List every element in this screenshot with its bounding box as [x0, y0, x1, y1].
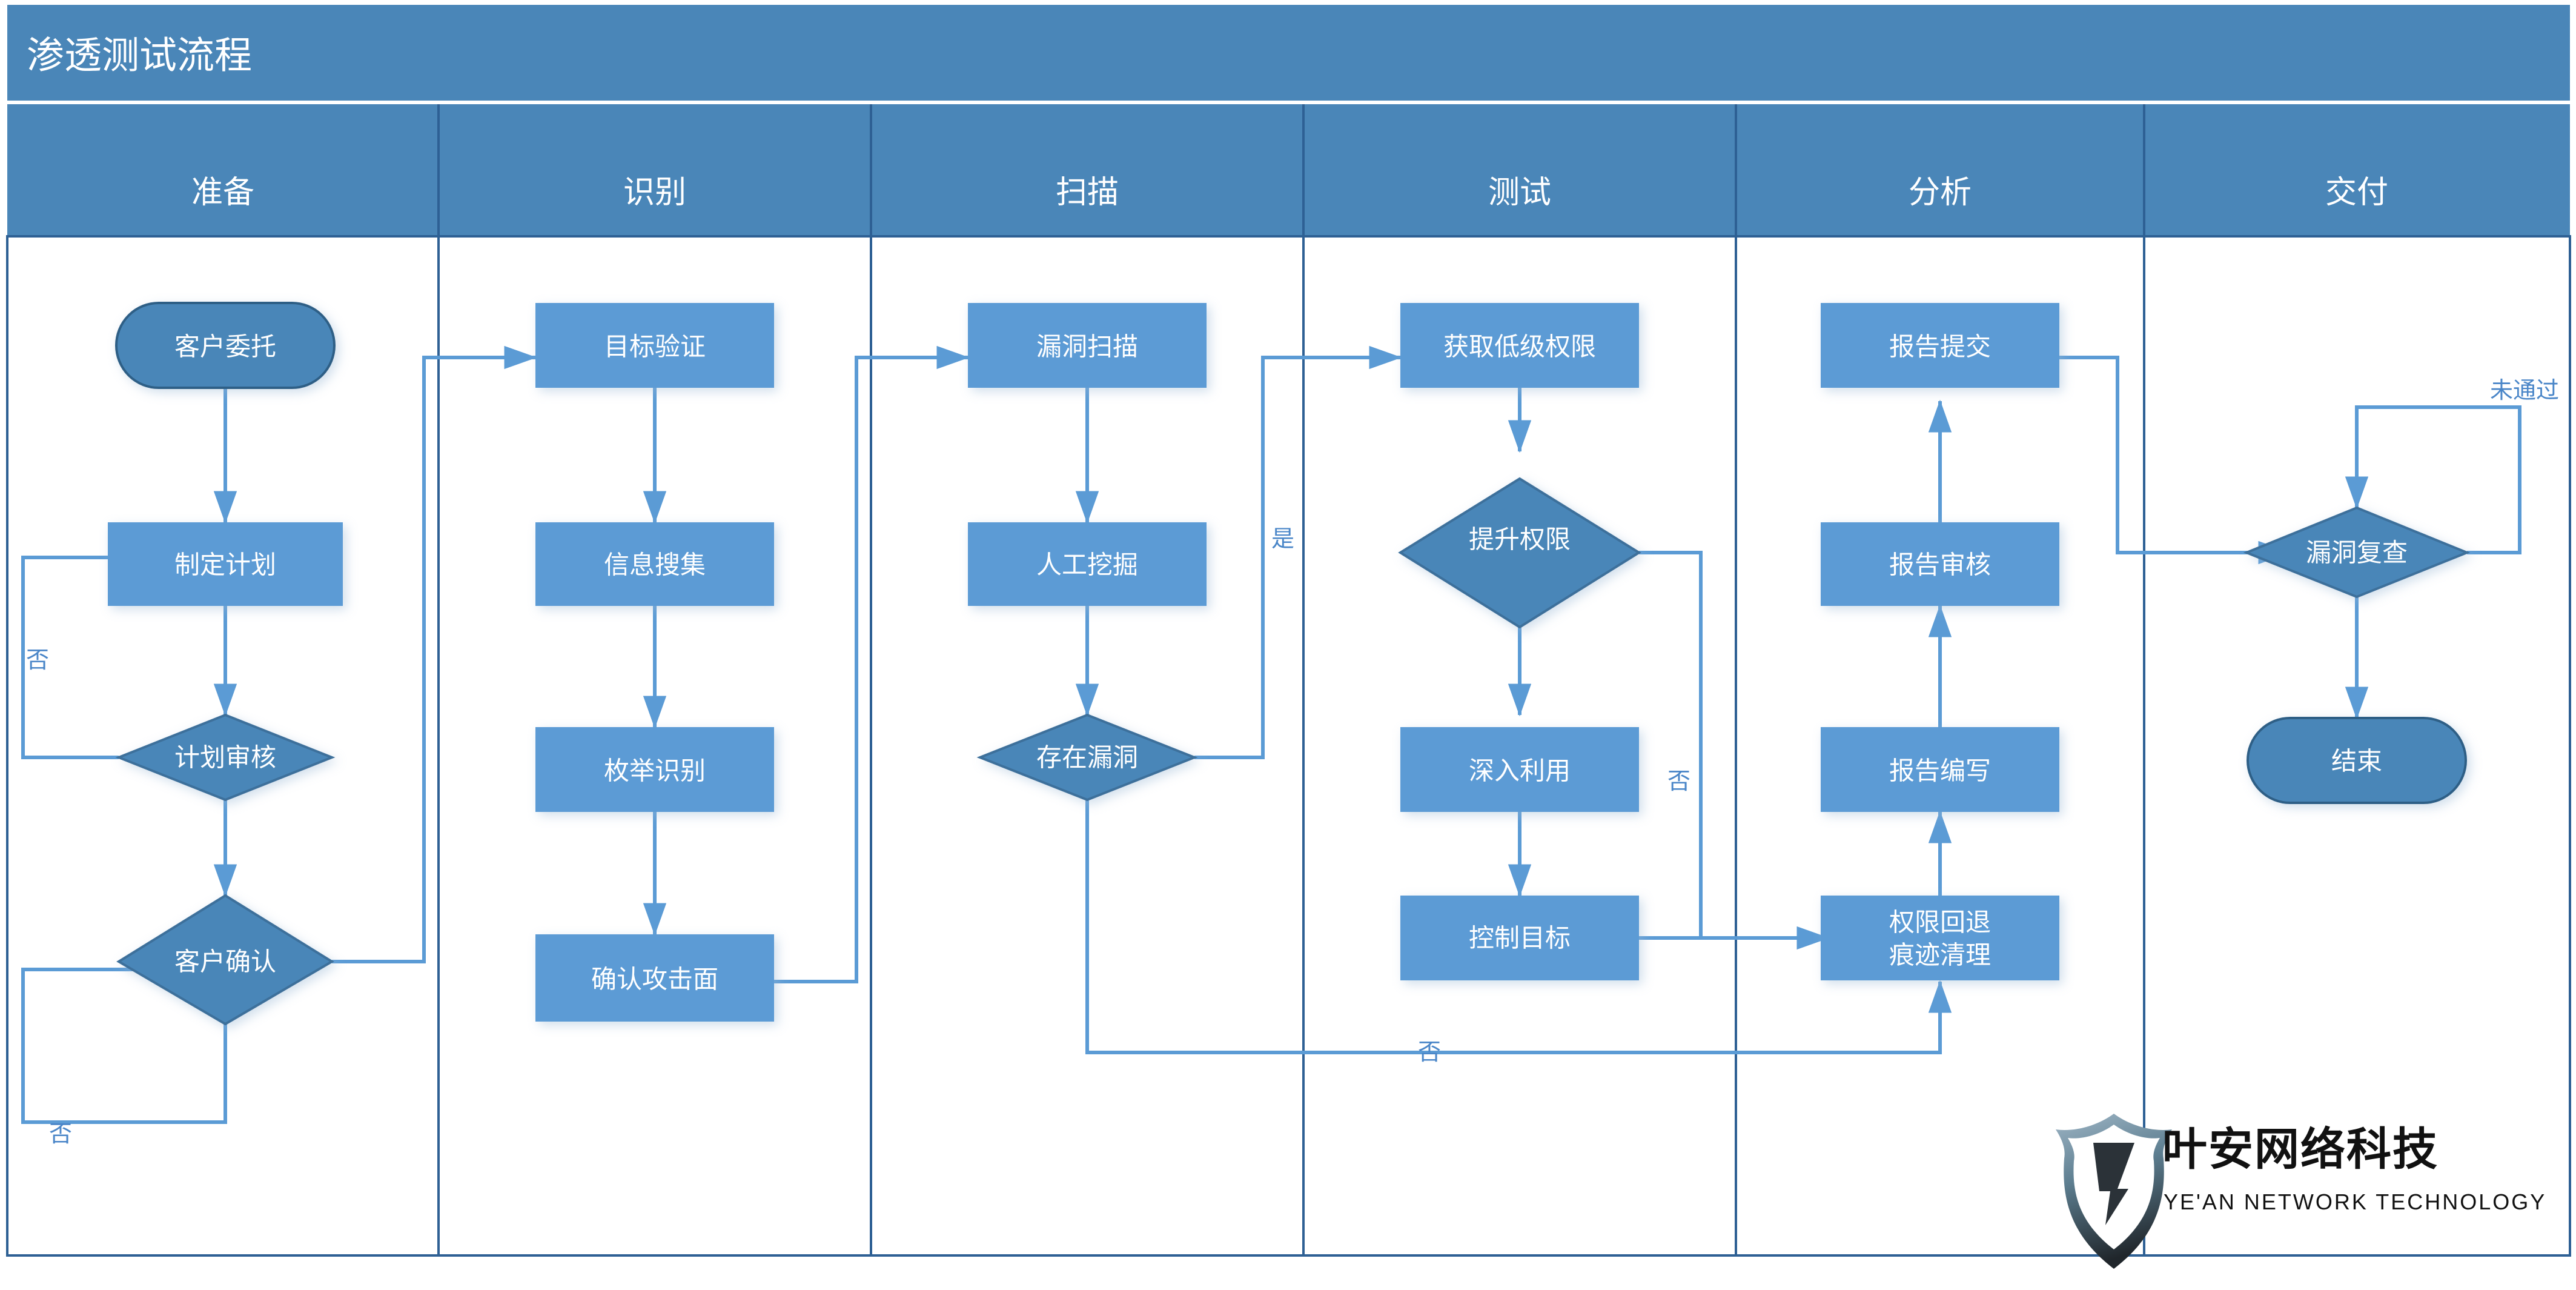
lane-header-band-2: 准备 识别 扫描 测试 分析 交付: [7, 147, 2570, 236]
shield-v-icon: [2056, 1114, 2172, 1269]
node-label: 枚举识别: [604, 757, 706, 785]
node-report-review[interactable]: 报告审核: [1821, 522, 2059, 606]
edge-n4-n5: [332, 345, 537, 963]
node-label: 漏洞复查: [2306, 539, 2408, 567]
node-label: 结束: [2331, 747, 2382, 776]
node-has-vuln[interactable]: 存在漏洞: [976, 713, 1198, 802]
node-report-submit[interactable]: 报告提交: [1821, 303, 2059, 388]
edge-n13-no: [1639, 551, 1703, 938]
lane-title-analysis: 分析: [1909, 175, 1972, 210]
node-label: 深入利用: [1469, 757, 1571, 785]
node-label: 确认攻击面: [591, 965, 718, 994]
page-title: 渗透测试流程: [27, 35, 252, 77]
node-vuln-scan[interactable]: 漏洞扫描: [968, 303, 1207, 388]
logo-cn-text: 叶安网络科技: [2162, 1124, 2439, 1174]
logo-en-text: YE'AN NETWORK TECHNOLOGY: [2164, 1189, 2546, 1214]
connectors: [21, 345, 2521, 1124]
node-gain-low-priv[interactable]: 获取低级权限: [1400, 303, 1639, 388]
edge-n11-n12-yes: [1194, 345, 1402, 759]
title-band: 渗透测试流程: [7, 5, 2570, 101]
edge-n8-n9: [774, 345, 970, 983]
node-enumeration[interactable]: 枚举识别: [535, 727, 774, 812]
node-label: 报告审核: [1889, 551, 1991, 579]
node-label-line2: 痕迹清理: [1889, 941, 1991, 969]
edge-label-client-confirm-no: 否: [49, 1122, 72, 1147]
lane-title-scan: 扫描: [1056, 175, 1119, 210]
node-label: 提升权限: [1469, 525, 1571, 554]
node-vuln-recheck[interactable]: 漏洞复查: [2243, 506, 2471, 599]
node-label: 漏洞扫描: [1036, 333, 1138, 361]
lane-title-recon: 识别: [623, 175, 686, 210]
lane-title-delivery: 交付: [2325, 175, 2388, 210]
node-privilege-escalation[interactable]: 提升权限: [1398, 477, 1641, 629]
node-label: 存在漏洞: [1036, 743, 1138, 772]
node-label: 报告提交: [1889, 333, 1991, 361]
company-logo: 叶安网络科技 YE'AN NETWORK TECHNOLOGY: [2056, 1114, 2546, 1269]
node-confirm-attack-surface[interactable]: 确认攻击面: [535, 934, 774, 1022]
node-priv-rollback-cleanup[interactable]: 权限回退 痕迹清理: [1821, 896, 2059, 980]
node-end[interactable]: 结束: [2247, 717, 2467, 804]
lane-body-grid: [6, 235, 2571, 1257]
node-plan-review[interactable]: 计划审核: [115, 713, 336, 802]
edge-n4-n4-no: [21, 957, 227, 1124]
edge-n16-n20: [2047, 356, 2291, 565]
lane-title-test: 测试: [1488, 175, 1551, 210]
node-client-commission[interactable]: 客户委托: [115, 302, 336, 389]
node-label: 信息搜集: [604, 551, 706, 579]
edge-n3-n2-no: [21, 545, 184, 759]
node-target-verify[interactable]: 目标验证: [535, 303, 774, 388]
edge-label-review-fail: 未通过: [2490, 378, 2559, 404]
edge-label-has-vuln-yes: 是: [1271, 527, 1294, 552]
node-label: 人工挖掘: [1036, 551, 1138, 579]
node-label: 制定计划: [174, 551, 276, 579]
node-label: 计划审核: [174, 743, 276, 772]
node-label-line1: 权限回退: [1889, 908, 1991, 937]
edge-labels: 否 否 是 否 否 未通过: [26, 378, 2559, 1147]
edge-label-plan-review-no: 否: [26, 648, 49, 673]
edge-n20-fail: [2345, 405, 2521, 554]
node-label: 客户确认: [174, 948, 276, 976]
node-manual-dig[interactable]: 人工挖掘: [968, 522, 1207, 606]
node-control-target[interactable]: 控制目标: [1400, 896, 1639, 980]
node-make-plan[interactable]: 制定计划: [108, 522, 343, 606]
edge-label-priv-esc-no: 否: [1667, 769, 1690, 794]
node-report-write[interactable]: 报告编写: [1821, 727, 2059, 812]
node-label: 报告编写: [1889, 757, 1991, 785]
node-client-confirm[interactable]: 客户确认: [116, 894, 334, 1026]
lane-title-prep: 准备: [191, 175, 254, 210]
edge-label-has-vuln-no: 否: [1418, 1040, 1441, 1065]
node-label: 客户委托: [174, 333, 276, 361]
node-deep-exploit[interactable]: 深入利用: [1400, 727, 1639, 812]
edge-n11-n19-no: [1085, 800, 1952, 1054]
node-label: 目标验证: [604, 333, 706, 361]
node-label: 获取低级权限: [1443, 333, 1596, 361]
node-label: 控制目标: [1469, 924, 1571, 953]
node-info-gathering[interactable]: 信息搜集: [535, 522, 774, 606]
